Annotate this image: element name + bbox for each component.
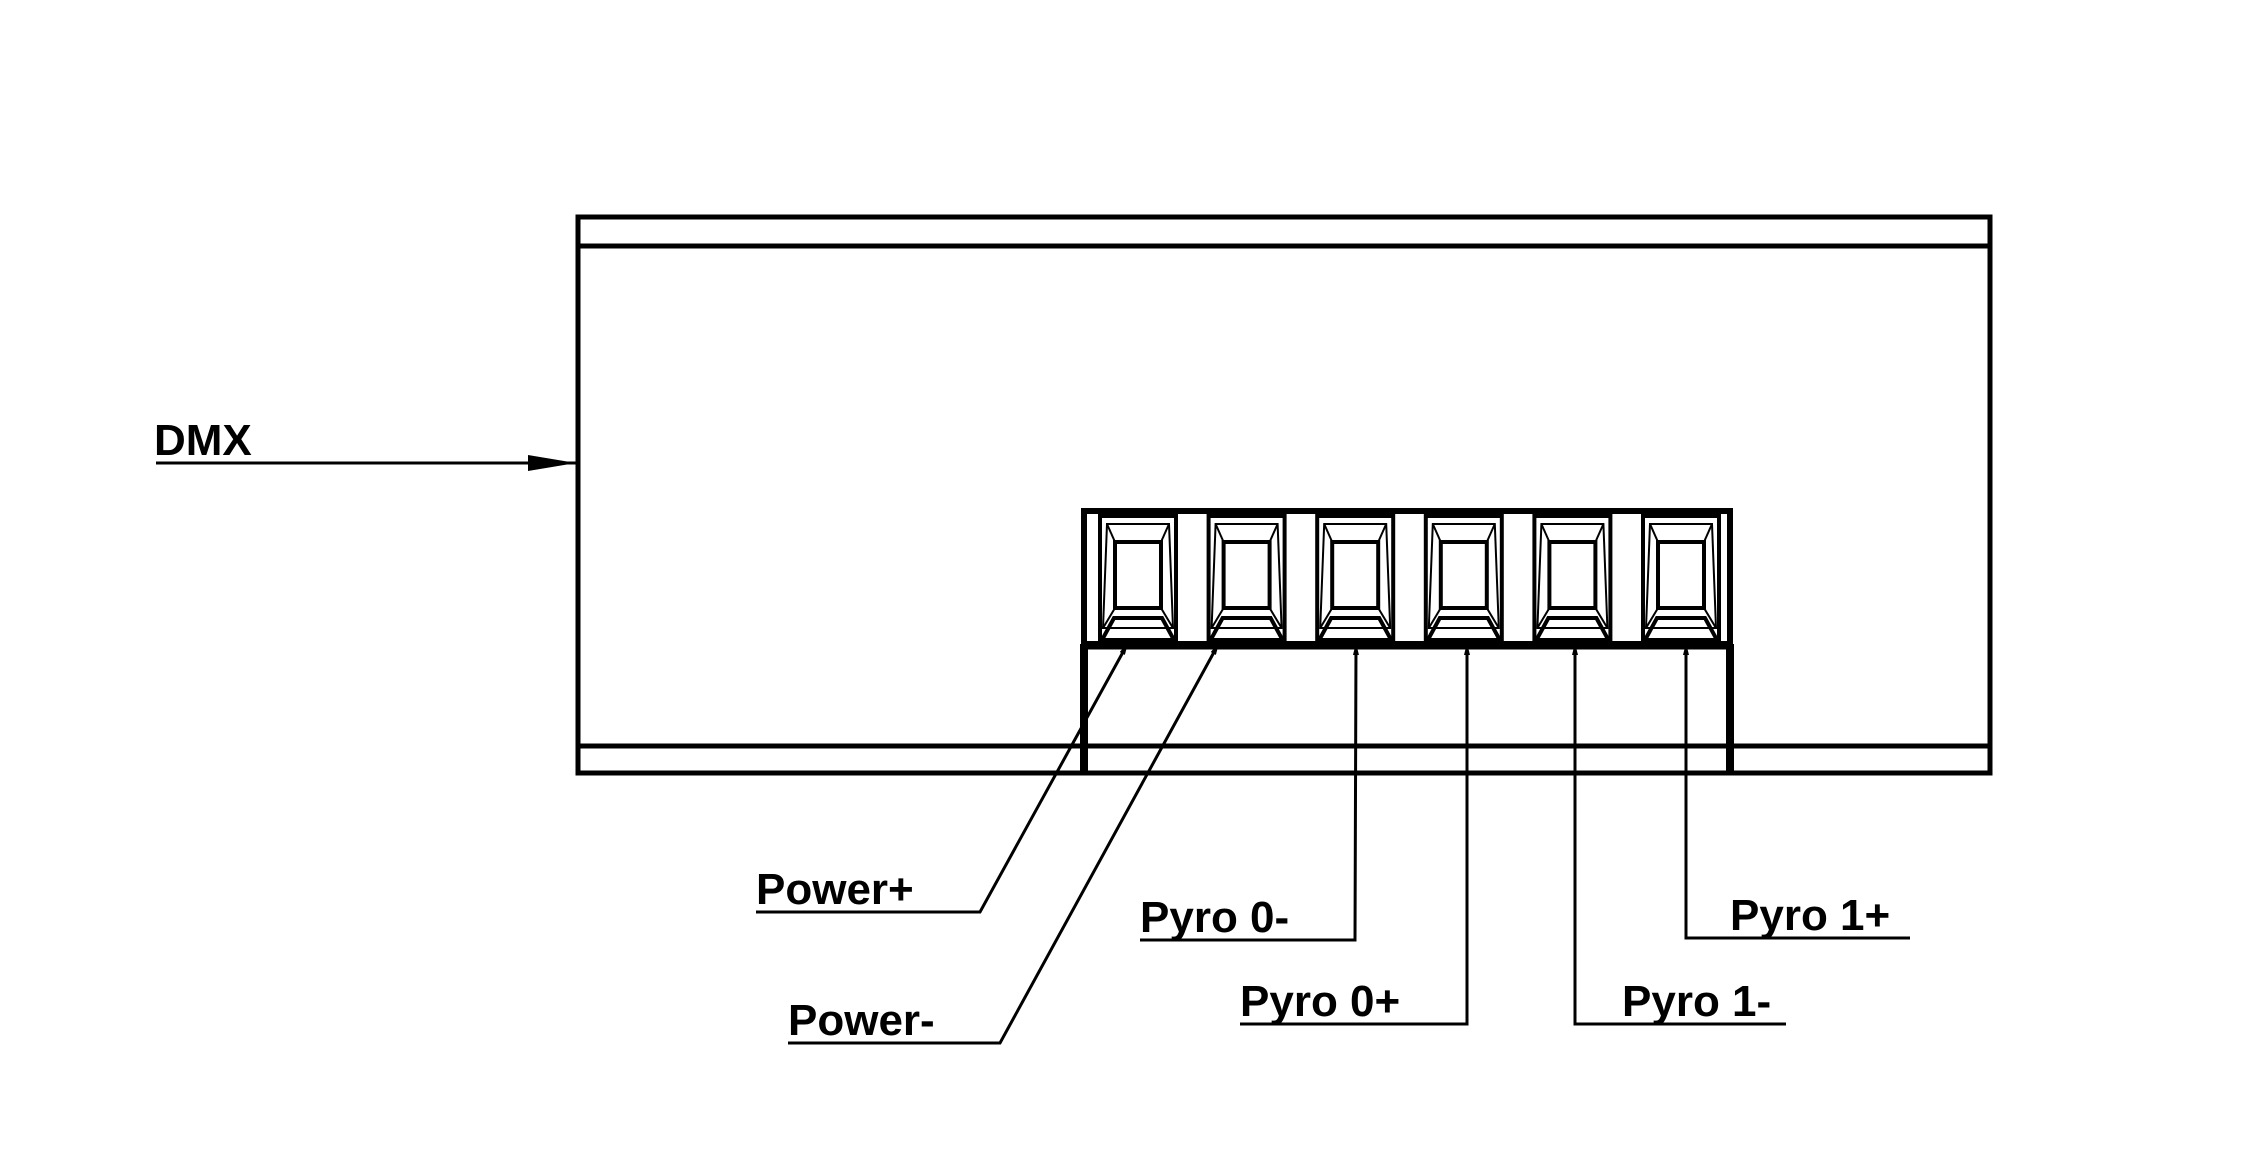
terminal-slot [1315,514,1396,642]
power-plus-leader [756,642,1130,914]
pyro1-minus-leader [1572,643,1786,1026]
terminal-block [1080,508,1734,773]
terminal-slots [1098,514,1721,642]
power-minus-leader [788,642,1221,1045]
terminal-slot [1423,514,1504,642]
dmx-label: DMX [154,416,252,465]
terminal-slot [1641,514,1721,642]
power-plus-label: Power+ [756,865,914,914]
dmx-input: DMX [154,416,576,471]
pyro1-plus-leader [1683,643,1910,940]
pyro1-plus-label: Pyro 1+ [1730,891,1890,940]
pyro0-minus-label: Pyro 0- [1140,893,1289,942]
power-minus-label: Power- [788,996,935,1045]
pyro1-minus-label: Pyro 1- [1622,977,1771,1026]
terminal-slot [1206,514,1287,642]
pyro0-plus-label: Pyro 0+ [1240,977,1400,1026]
terminal-slot [1532,514,1613,642]
terminal-slot [1098,514,1178,642]
pyro0-plus-leader [1240,643,1470,1026]
pyro0-minus-leader [1140,642,1359,942]
device-enclosure [575,214,1993,776]
